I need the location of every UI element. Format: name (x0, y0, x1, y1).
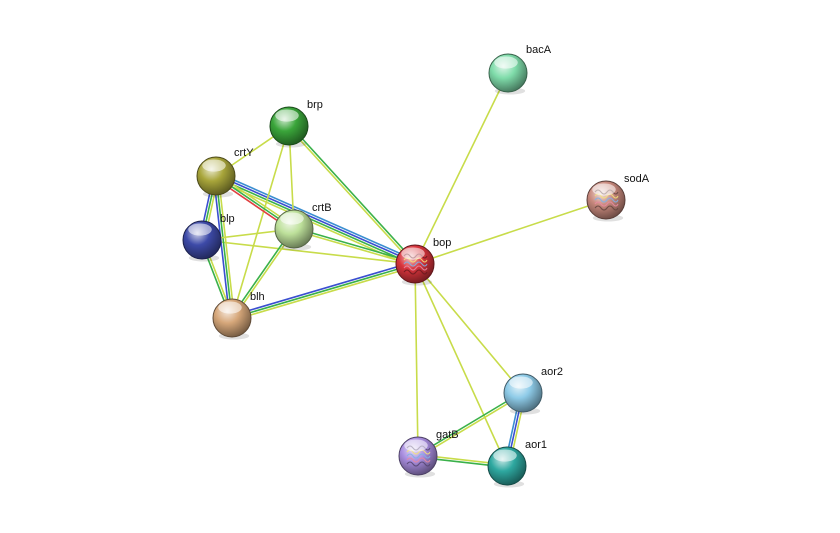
node-label: aor1 (525, 439, 547, 451)
edge-line (287, 126, 415, 266)
node-highlight (592, 183, 616, 196)
edge-line (217, 174, 236, 319)
edge-line (231, 125, 290, 319)
node-bacA[interactable]: bacA (488, 44, 552, 95)
edge-bop-blp (201, 239, 416, 265)
edge-line (230, 260, 416, 317)
node-highlight (202, 159, 226, 172)
edge-line (292, 229, 416, 266)
node-label: sodA (624, 173, 650, 185)
node-bop[interactable]: bop (395, 237, 451, 286)
node-label: blh (250, 291, 265, 303)
node-label: bop (433, 237, 451, 249)
node-brp[interactable]: brp (269, 99, 323, 148)
node-aor2[interactable]: aor2 (503, 366, 563, 415)
node-label: brp (307, 99, 323, 111)
node-layer: bacA sodA brp crtY crtB blp blh bop aor2 aor1 gatB (182, 44, 650, 488)
node-label: crtB (312, 202, 332, 214)
node-highlight (275, 109, 299, 122)
edge-line (215, 175, 233, 319)
edge-bop-blh (230, 260, 417, 322)
node-highlight (493, 449, 517, 462)
edge-bop-sodA (414, 199, 607, 265)
node-highlight (494, 56, 518, 69)
edge-line (215, 174, 417, 264)
edge-line (417, 393, 525, 458)
edge-brp-blh (231, 125, 290, 319)
edge-bop-aor2 (414, 263, 524, 394)
node-highlight (188, 223, 212, 236)
edge-line (216, 171, 418, 262)
edge-line (416, 391, 524, 456)
edge-line (293, 227, 417, 264)
node-highlight (401, 247, 425, 260)
edge-aor2-gatB (416, 391, 525, 458)
edge-line (231, 263, 416, 319)
edge-line (414, 263, 524, 394)
edge-line (414, 199, 607, 265)
edge-line (289, 124, 417, 264)
node-highlight (280, 212, 304, 225)
node-aor1[interactable]: aor1 (487, 439, 547, 488)
node-label: bacA (526, 44, 552, 56)
edge-bop-brp (287, 124, 417, 266)
edge-bop-aor1 (414, 263, 508, 467)
edge-line (414, 72, 509, 265)
edge-line (212, 175, 231, 320)
edge-line (231, 265, 417, 322)
edge-line (414, 263, 508, 467)
edge-bop-bacA (414, 72, 509, 265)
node-highlight (509, 376, 533, 389)
node-gatB[interactable]: gatB (398, 429, 459, 478)
node-highlight (218, 301, 242, 314)
edge-bop-crtB (292, 227, 417, 266)
node-sodA[interactable]: sodA (586, 173, 650, 222)
edge-line (214, 176, 416, 266)
edge-crtY-blh (212, 174, 236, 320)
node-crtB[interactable]: crtB (274, 202, 332, 251)
node-label: crtY (234, 147, 254, 159)
edge-bop-gatB (414, 263, 419, 457)
edge-line (414, 263, 419, 457)
node-blp[interactable]: blp (182, 213, 235, 262)
node-crtY[interactable]: crtY (196, 147, 254, 198)
node-label: blp (220, 213, 235, 225)
node-label: gatB (436, 429, 459, 441)
node-blh[interactable]: blh (212, 291, 265, 340)
edge-line (201, 239, 416, 265)
node-highlight (404, 439, 428, 452)
node-label: aor2 (541, 366, 563, 378)
